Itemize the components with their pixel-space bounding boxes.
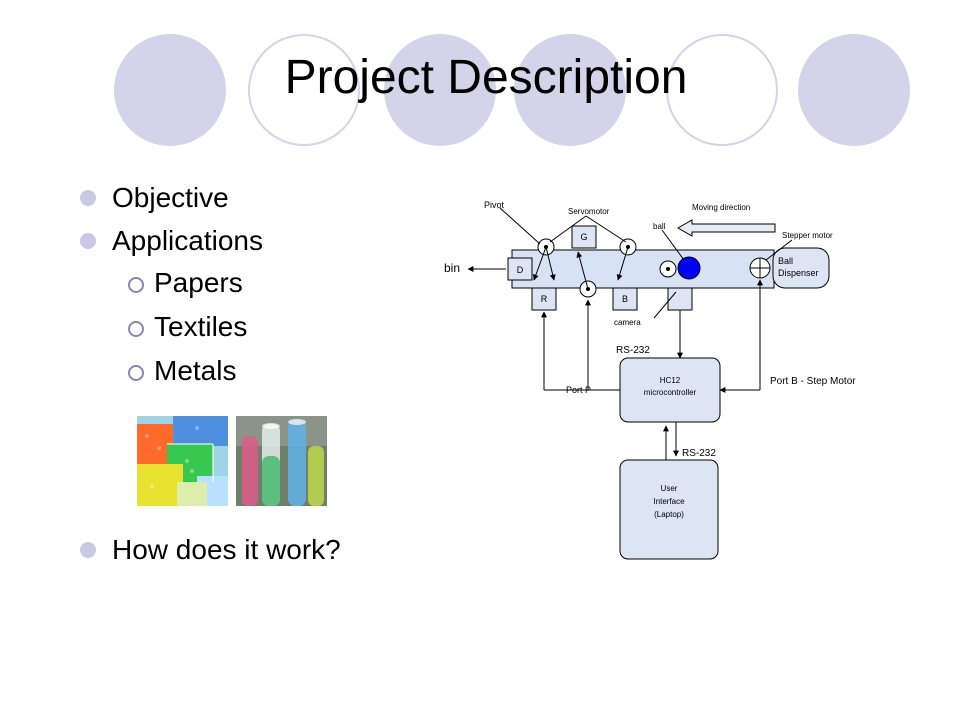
ball-dispenser-label-2: Dispenser [778,268,819,278]
box-r [531,287,557,311]
test-tubes-photo [236,416,327,506]
ball-dispenser [772,247,830,289]
header-circle-6 [798,34,910,146]
header-circle-2 [248,34,360,146]
stepper-motor-label: Stepper motor [782,231,833,240]
ui-label-1: User [661,484,678,493]
moving-direction-label: Moving direction [692,203,750,212]
header-circle-1 [114,34,226,146]
camera-label: camera [614,318,641,327]
box-b [612,287,638,311]
sub-bullet-textiles: Textiles [128,311,248,343]
ball-label: ball [653,222,666,231]
sub-bullet-icon [128,365,144,381]
sub-bullet-papers: Papers [128,267,243,299]
port-b-label: Port B - Step Motor [770,376,856,387]
ball-dispenser-label-1: Ball [778,256,793,266]
box-d [507,257,533,281]
system-diagram: D G R B Ball Dispenser Moving direction … [444,200,856,560]
bullet-applications: Applications [80,225,263,257]
bullet-objective: Objective [80,182,229,214]
page-title: Project Description [284,51,688,104]
bullet-how-it-works: How does it work? [80,534,341,566]
bullet-dot-icon [80,542,96,558]
sub-bullet-label: Metals [154,355,237,386]
header-circle-5 [666,34,778,146]
bullet-dot-icon [80,233,96,249]
hc12-label-1: HC12 [660,376,681,385]
rs232-top-label: RS-232 [616,345,650,356]
header-circle-4 [514,34,626,146]
rs232-bottom-label: RS-232 [682,448,716,459]
bullet-label: Applications [112,225,263,256]
header-circle-3 [384,34,496,146]
port-p-label: Port P [566,385,591,395]
pivot-label: Pivot [484,200,505,210]
plastic-beads-photo [137,416,228,506]
bullet-label: How does it work? [112,534,341,565]
box-b-label: B [622,294,628,304]
ball [677,256,701,280]
bin-label: bin [444,261,460,275]
sub-bullet-label: Textiles [154,311,248,342]
sub-bullet-icon [128,321,144,337]
camera-box [667,287,693,311]
hc12-label-2: microcontroller [644,388,697,397]
box-r-label: R [541,294,548,304]
moving-direction-arrow [676,219,776,237]
sub-bullet-icon [128,277,144,293]
user-interface-box [619,459,719,560]
sub-bullet-label: Papers [154,267,243,298]
box-g [571,225,597,249]
ui-label-2: Interface [653,497,685,506]
bullet-dot-icon [80,190,96,206]
ui-label-3: (Laptop) [654,510,684,519]
sub-bullet-metals: Metals [128,355,237,387]
box-d-label: D [517,265,524,275]
box-g-label: G [580,232,587,242]
servomotor-label: Servomotor [568,207,610,216]
bullet-label: Objective [112,182,229,213]
